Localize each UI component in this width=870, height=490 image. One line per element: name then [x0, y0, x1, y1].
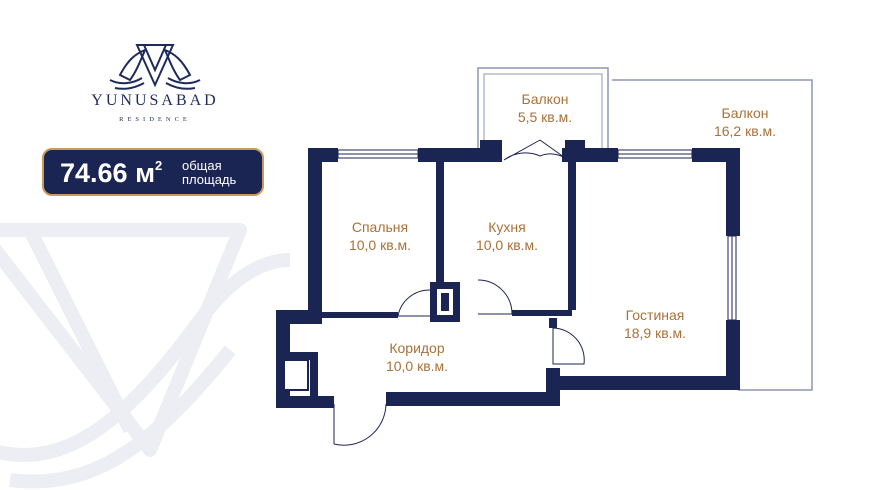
balcony-small-outline — [477, 67, 609, 148]
door-kitchen — [477, 279, 513, 315]
door-entrance — [333, 403, 387, 446]
door-bedroom — [397, 289, 431, 317]
door-balcony — [503, 139, 569, 161]
total-area-value: 74.66 м2 — [60, 158, 163, 188]
wall-top-mid — [418, 148, 500, 162]
brand-name: YUNUSABAD — [91, 92, 219, 109]
area-unit-superscript: 2 — [155, 158, 163, 173]
brand-subtitle: RESIDENCE — [119, 116, 191, 123]
wall-left-bedroom — [308, 148, 322, 318]
total-area-caption: общая площадь — [182, 158, 237, 187]
watermark-crest-icon — [0, 223, 291, 489]
door-living — [552, 327, 585, 365]
total-area-badge: 74.66 м2 общая площадь — [42, 148, 264, 196]
wall-right — [726, 148, 740, 236]
balcony-large-outline — [612, 79, 813, 391]
brand-logo-icon — [109, 44, 201, 90]
